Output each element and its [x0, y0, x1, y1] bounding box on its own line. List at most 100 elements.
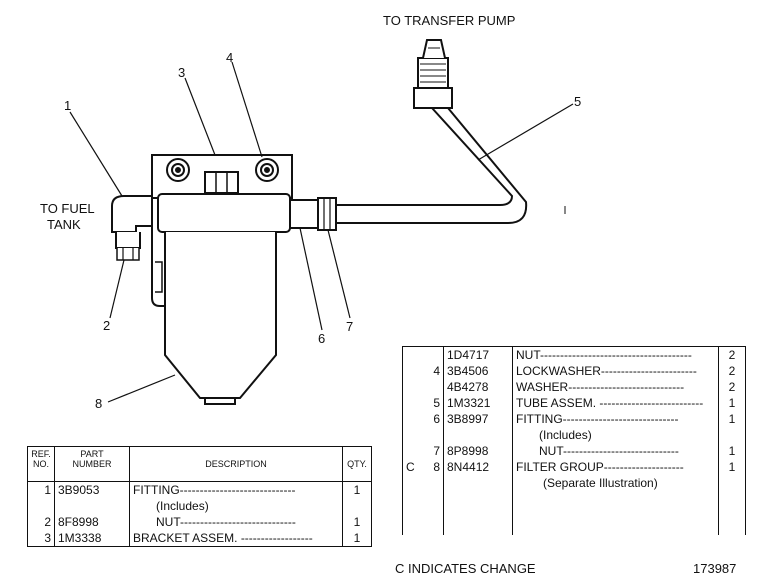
qty-cell: 2 [728, 380, 736, 394]
qty-cell: 1 [728, 412, 736, 426]
part-number-cell: 3B9053 [54, 481, 130, 498]
table-row: 1 3B9053 FITTING------------------------… [27, 481, 372, 498]
callout-4: 4 [226, 50, 234, 65]
change-legend: C INDICATES CHANGE [395, 561, 536, 576]
parts-table-right: 1D4717 NUT------------------------------… [402, 346, 746, 535]
change-cell [403, 363, 420, 379]
ref-cell: 7 [419, 443, 444, 459]
description-cell: WASHER----------------------------- [512, 379, 719, 395]
description-cell: FILTER GROUP-------------------- [512, 459, 719, 475]
to-transfer-pump-label: TO TRANSFER PUMP [383, 13, 516, 28]
callout-7: 7 [346, 319, 354, 334]
tube-assembly [336, 107, 514, 206]
ref-cell [419, 379, 444, 395]
description-header: DESCRIPTION [129, 446, 343, 482]
filter-bowl [164, 232, 277, 399]
ref-cell: 5 [419, 395, 444, 411]
center-nut [204, 171, 239, 194]
description-cell: (Includes) [512, 427, 719, 443]
qty-cell [719, 475, 746, 491]
bolt-left [166, 158, 190, 182]
callout-6: 6 [318, 331, 326, 346]
part-number-cell: 8N4412 [443, 459, 513, 475]
part-number-cell: 3B4506 [443, 363, 513, 379]
part-number-cell [443, 427, 513, 443]
outlet-nut [317, 197, 337, 231]
qty-cell: 1 [353, 515, 361, 529]
description-cell: NUT-------------------------------------… [512, 346, 719, 363]
qty-cell: 1 [353, 531, 361, 545]
change-cell [403, 411, 420, 427]
bracket-leg [151, 198, 166, 307]
table-row: 2 8F8998 NUT----------------------------… [27, 514, 372, 530]
ref-no-header: REF.NO. [27, 446, 55, 482]
ref-cell [27, 498, 55, 514]
qty-cell: 2 [728, 364, 736, 378]
description-cell: LOCKWASHER------------------------ [512, 363, 719, 379]
part-number-cell: 4B4278 [443, 379, 513, 395]
description-cell: (Includes) [129, 498, 343, 514]
callout-5: 5 [574, 94, 582, 109]
change-cell [403, 427, 420, 443]
callout-3: 3 [178, 65, 186, 80]
change-cell [403, 475, 420, 491]
to-fuel-tank-label-line1: TO FUEL [40, 201, 95, 216]
top-fitting-nut [413, 87, 453, 109]
description-cell: TUBE ASSEM. -------------------------- [512, 395, 719, 411]
change-cell [403, 379, 420, 395]
table-row: (Includes) [27, 498, 372, 514]
part-number-cell: 1M3338 [54, 530, 130, 547]
callout-2: 2 [103, 318, 111, 333]
filter-head [157, 193, 291, 233]
qty-cell: 2 [728, 348, 736, 362]
part-number-cell: 3B8997 [443, 411, 513, 427]
part-number-cell: 8P8998 [443, 443, 513, 459]
part-number-cell: 8F8998 [54, 514, 130, 530]
description-cell: NUT----------------------------- [129, 514, 343, 530]
ref-cell: 4 [419, 363, 444, 379]
callout-1: 1 [64, 98, 72, 113]
ref-cell [419, 346, 444, 363]
table-row: 1D4717 NUT------------------------------… [403, 346, 746, 363]
table-row: 4 3B4506 LOCKWASHER---------------------… [403, 363, 746, 379]
table-row: 4B4278 WASHER---------------------------… [403, 379, 746, 395]
ref-cell: 6 [419, 411, 444, 427]
ref-cell: 3 [27, 530, 55, 547]
qty-cell: 1 [353, 483, 361, 497]
ref-cell [419, 475, 444, 491]
change-cell: C [406, 460, 415, 474]
part-number-cell: 1D4717 [443, 346, 513, 363]
table-row: 3 1M3338 BRACKET ASSEM. ----------------… [27, 530, 372, 547]
table-filler-row [403, 491, 746, 535]
outlet-fitting [289, 199, 319, 229]
table-row: 5 1M3321 TUBE ASSEM. -------------------… [403, 395, 746, 411]
to-fuel-tank-label-line2: TANK [47, 217, 81, 232]
elbow-fitting [111, 195, 153, 233]
change-cell [403, 443, 420, 459]
ref-cell: 1 [27, 481, 55, 498]
bolt-right [255, 158, 279, 182]
table-row: (Includes) [403, 427, 746, 443]
qty-cell: 1 [728, 460, 736, 474]
ref-cell: 8 [419, 459, 444, 475]
table-row: (Separate Illustration) [403, 475, 746, 491]
plate-number: 173987 [693, 561, 737, 576]
table-row: C 8 8N4412 FILTER GROUP-----------------… [403, 459, 746, 475]
qty-cell: 1 [728, 444, 736, 458]
qty-cell [343, 498, 372, 514]
ref-cell [419, 427, 444, 443]
table-row: 6 3B8997 FITTING------------------------… [403, 411, 746, 427]
description-cell: FITTING----------------------------- [129, 481, 343, 498]
part-number-cell [54, 498, 130, 514]
qty-cell [719, 427, 746, 443]
callout-8: 8 [95, 396, 103, 411]
table-row: 7 8P8998 NUT----------------------------… [403, 443, 746, 459]
description-cell: NUT----------------------------- [512, 443, 719, 459]
part-number-cell: 1M3321 [443, 395, 513, 411]
part-number-cell [443, 475, 513, 491]
description-cell: BRACKET ASSEM. ------------------ [129, 530, 343, 547]
